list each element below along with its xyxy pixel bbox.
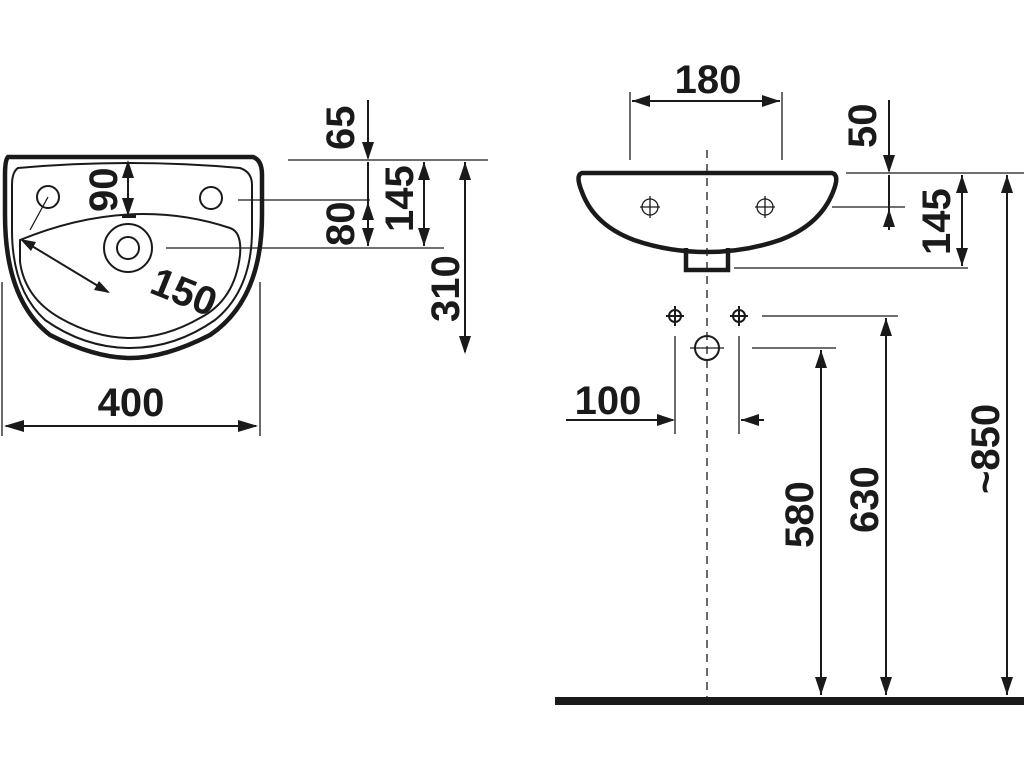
drain-inner <box>116 236 140 260</box>
basin-inner-rim <box>11 162 253 350</box>
waste-spacing-dimension: 100 <box>575 379 642 423</box>
tap-offset-dimension: 90 <box>82 168 126 213</box>
basin-outline <box>2 154 265 361</box>
top-margin-dimension: 65 <box>319 106 363 151</box>
basin-bowl <box>19 213 242 340</box>
overflow-slot <box>122 214 136 218</box>
hole-offset-dimension: 80 <box>319 202 363 247</box>
spacing-top-dimension: 180 <box>675 58 742 102</box>
basin-profile <box>576 170 839 255</box>
overflow-dimension: 145 <box>378 165 422 232</box>
rim-dimension: 50 <box>841 104 885 149</box>
supply-height-dimension: 630 <box>843 466 887 533</box>
tap-marker-left <box>640 196 660 218</box>
rim-height-dimension: ~850 <box>964 404 1008 494</box>
top-view: 400 150 90 65 80 145 310 <box>1 100 488 436</box>
waste-height-dimension: 580 <box>778 481 822 548</box>
bowl-depth-dimension: 145 <box>915 188 959 255</box>
tap-marker-right <box>755 196 775 218</box>
depth-dimension: 310 <box>424 255 468 322</box>
tap-hole-left <box>36 185 60 209</box>
supply-marker-right <box>730 306 748 326</box>
width-dimension: 400 <box>98 381 165 425</box>
waste-outlet <box>683 248 731 273</box>
drain-outer <box>103 223 153 273</box>
tap-hole-right <box>199 186 223 210</box>
side-view: 180 50 145 <box>555 58 1024 705</box>
supply-marker-left <box>666 306 684 326</box>
floor-line <box>555 697 1024 705</box>
radius-dimension: 150 <box>145 260 223 326</box>
